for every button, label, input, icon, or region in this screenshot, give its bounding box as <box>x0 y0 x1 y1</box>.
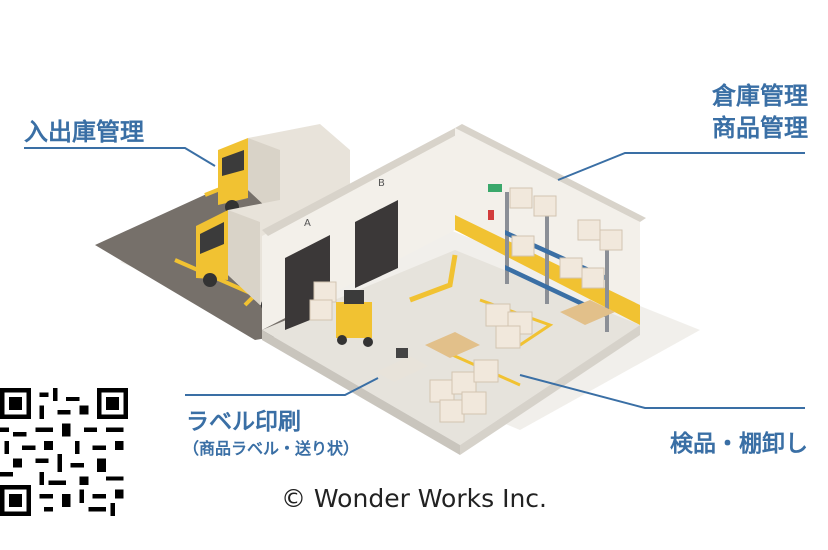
leader-line-inspection <box>519 374 805 409</box>
leader-line-inbound <box>24 147 216 167</box>
back-wall-top <box>455 124 646 222</box>
exit-sign <box>488 184 502 192</box>
leader-line-print <box>185 377 379 396</box>
floor-edge <box>262 330 460 455</box>
warehouse-label-line2: 商品管理 <box>712 114 808 142</box>
forklift <box>336 290 373 347</box>
inspection-label: 検品・棚卸し <box>670 431 808 457</box>
dock-door-b <box>355 200 398 288</box>
leader-line-warehouse <box>557 152 805 181</box>
copyright-notice: © Wonder Works Inc. <box>280 484 547 513</box>
fire-extinguisher <box>488 210 494 220</box>
qr-code <box>0 388 128 516</box>
floor-edge <box>460 325 640 455</box>
pallet <box>425 332 480 358</box>
dock-letter-b: B <box>378 178 385 189</box>
warehouse-management-label: 倉庫管理 商品管理 <box>712 80 808 144</box>
inbound-outbound-label: 入出庫管理 <box>24 118 144 146</box>
printer-desk <box>376 348 428 382</box>
label-printing-label: ラベル印刷 <box>186 409 301 435</box>
label-printing-sublabel: （商品ラベル・送り状） <box>183 439 360 458</box>
dock-letter-a: A <box>304 218 311 229</box>
box-stack <box>309 281 533 423</box>
pallet <box>560 300 615 325</box>
dock-wall-top <box>262 128 462 236</box>
pallet-jack <box>409 254 458 303</box>
warehouse-label-line1: 倉庫管理 <box>712 82 808 110</box>
